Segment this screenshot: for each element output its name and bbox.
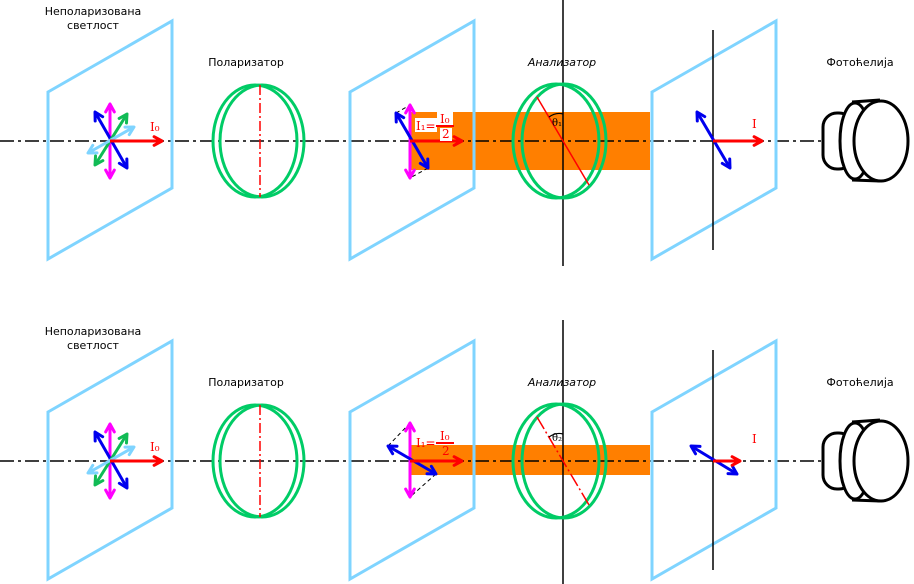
i-label: I	[752, 432, 757, 446]
projection-lines	[387, 422, 437, 498]
fraction-denominator: 2	[442, 127, 450, 141]
projection-lines	[395, 104, 429, 179]
intensity-arrow-i	[713, 135, 764, 147]
analyzer-label: Анализатор	[527, 376, 596, 389]
polarizer-lens	[211, 83, 306, 199]
theta-label: θ₂	[552, 433, 562, 444]
analyzer-lens	[511, 82, 608, 200]
source-plane	[46, 338, 174, 582]
source-label-line2: светлост	[67, 339, 120, 352]
polarizer-lens	[211, 403, 306, 519]
i0-label: I₀	[150, 440, 160, 454]
source-label-line2: светлост	[67, 19, 120, 32]
intensity-arrow-i1	[410, 135, 464, 147]
photocell-icon	[821, 98, 910, 183]
i0-label: I₀	[150, 120, 160, 134]
i1-label: I₁=	[416, 119, 436, 133]
intensity-arrow-i0	[110, 455, 164, 467]
output-plane	[650, 338, 778, 582]
source-label-line1: Неполаризована	[45, 5, 142, 18]
fraction-numerator: I₀	[440, 429, 450, 443]
polarized-plane	[348, 18, 476, 262]
intensity-arrow-i0	[110, 135, 164, 147]
polarizer-label: Поларизатор	[208, 376, 284, 389]
output-plane	[650, 18, 778, 262]
source-plane	[46, 18, 174, 262]
theta-label: θ₁	[552, 118, 562, 129]
i1-label: I₁=	[416, 436, 436, 450]
polarized-plane	[348, 338, 476, 582]
source-label-line1: Неполаризована	[45, 325, 142, 338]
unpolarized-field-vectors	[86, 102, 136, 180]
polarizer-label: Поларизатор	[208, 56, 284, 69]
photocell-label: Фотоћелија	[826, 376, 893, 389]
intensity-arrow-i1	[410, 455, 464, 467]
intensity-arrow-i	[713, 455, 742, 467]
analyzer-lens	[511, 402, 608, 520]
analyzer-label: Анализатор	[527, 56, 596, 69]
i-label: I	[752, 117, 757, 131]
photocell-icon	[821, 418, 910, 503]
fraction-denominator: 2	[442, 444, 450, 458]
fraction-numerator: I₀	[440, 112, 450, 126]
photocell-label: Фотоћелија	[826, 56, 893, 69]
